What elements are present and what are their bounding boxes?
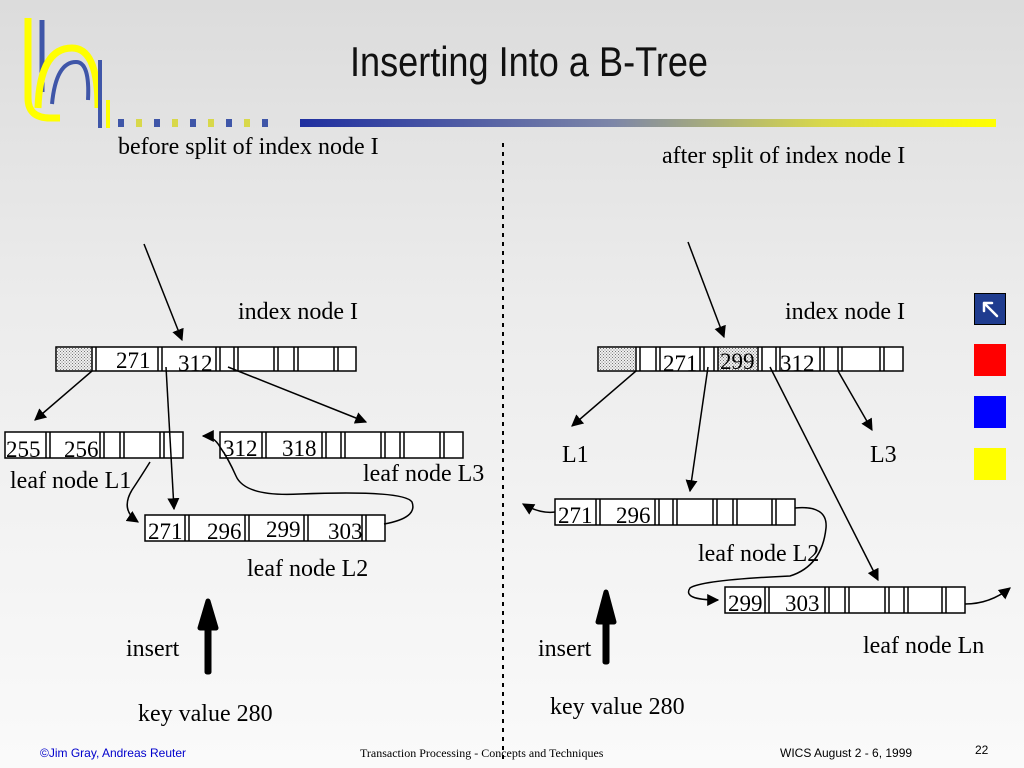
left-insert-label: insert [126, 636, 180, 662]
right-L2-key-2: 296 [616, 503, 651, 528]
right-arrows [521, 241, 1011, 606]
right-index-key-2: 299 [720, 349, 755, 374]
left-leaf-L1 [4, 431, 184, 459]
title-underline [118, 119, 996, 127]
red-swatch[interactable] [974, 344, 1006, 376]
slide-title: Inserting Into a B-Tree [350, 38, 709, 85]
logo [24, 18, 110, 128]
right-L2-label: leaf node L2 [698, 541, 820, 567]
return-arrow-glyph [982, 301, 999, 318]
right-leaf-Ln [724, 586, 966, 614]
right-caption: after split of index node I [662, 143, 906, 169]
left-arrows [34, 243, 414, 525]
right-index-node [597, 346, 904, 372]
left-L2-key-2: 296 [207, 519, 242, 544]
right-Ln-key-2: 303 [785, 591, 820, 616]
left-index-label: index node I [238, 299, 358, 325]
right-index-key-3: 312 [780, 351, 815, 376]
left-leaf-L2 [144, 514, 386, 542]
return-arrow-icon[interactable] [974, 293, 1006, 325]
right-insert-arrow [595, 589, 617, 665]
left-leaf-L3 [219, 431, 464, 459]
left-index-key-1: 271 [116, 348, 151, 373]
footer-event: WICS August 2 - 6, 1999 [780, 746, 913, 760]
left-index-node [55, 346, 357, 372]
left-L2-key-1: 271 [148, 519, 183, 544]
left-index-key-2: 312 [178, 351, 213, 376]
left-L3-key-2: 318 [282, 436, 317, 461]
right-leaf-L2 [554, 498, 796, 526]
right-Ln-key-1: 299 [728, 591, 763, 616]
footer-page-number: 22 [975, 743, 989, 757]
right-index-label: index node I [785, 299, 905, 325]
left-L3-label: leaf node L3 [363, 461, 485, 487]
left-L1-label: leaf node L1 [10, 468, 132, 494]
yellow-swatch[interactable] [974, 448, 1006, 480]
right-key-value: key value 280 [550, 694, 685, 720]
left-insert-arrow [197, 598, 219, 675]
left-L2-key-4: 303 [328, 519, 363, 544]
footer-course: Transaction Processing - Concepts and Te… [360, 746, 604, 760]
blue-swatch[interactable] [974, 396, 1006, 428]
footer-copyright: ©Jim Gray, Andreas Reuter [40, 746, 187, 760]
left-L2-key-3: 299 [266, 517, 301, 542]
left-caption: before split of index node I [118, 134, 379, 160]
right-L2-key-1: 271 [558, 503, 593, 528]
right-Ln-label: leaf node Ln [863, 633, 985, 659]
right-insert-label: insert [538, 636, 592, 662]
left-L3-key-1: 312 [223, 436, 258, 461]
left-L2-label: leaf node L2 [247, 556, 369, 582]
right-L3-label: L3 [870, 442, 897, 468]
right-index-key-1: 271 [663, 351, 698, 376]
left-key-value: key value 280 [138, 701, 273, 727]
right-L1-label: L1 [562, 442, 589, 468]
left-L1-key-1: 255 [6, 437, 41, 462]
left-L1-key-2: 256 [64, 437, 99, 462]
